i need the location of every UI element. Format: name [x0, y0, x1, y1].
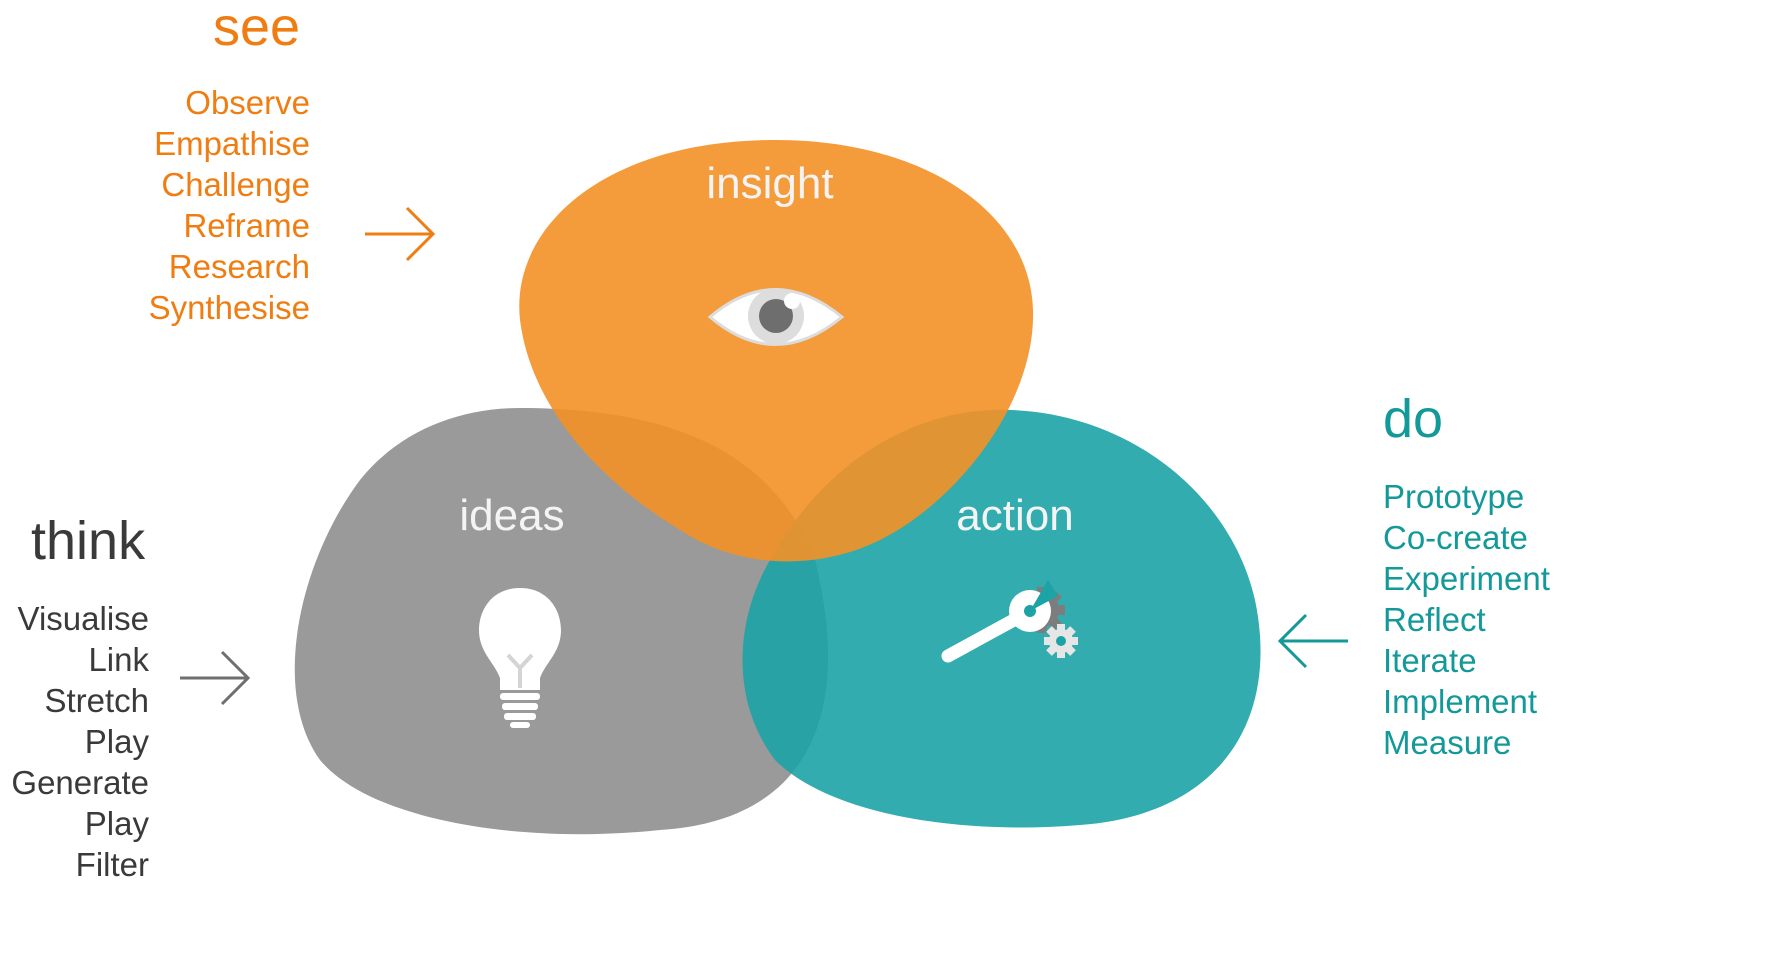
- list-item: Challenge: [161, 166, 310, 203]
- insight-label: insight: [706, 159, 833, 208]
- see-heading: see: [213, 0, 301, 57]
- action-label: action: [956, 491, 1073, 540]
- list-item: Generate: [11, 764, 149, 801]
- list-item: Prototype: [1383, 478, 1525, 515]
- list-item: Observe: [185, 84, 310, 121]
- list-item: Link: [88, 641, 149, 678]
- eye-icon: [707, 288, 845, 346]
- list-item: Visualise: [17, 600, 149, 637]
- do-list: Prototype Co-create Experiment Reflect I…: [1383, 476, 1550, 763]
- list-item: Empathise: [154, 125, 310, 162]
- list-item: Filter: [75, 846, 149, 883]
- think-list: Visualise Link Stretch Play Generate Pla…: [11, 598, 149, 885]
- think-arrow-icon: [180, 650, 251, 706]
- list-item: Implement: [1383, 683, 1538, 720]
- see-arrow-icon: [365, 206, 436, 262]
- list-item: Experiment: [1383, 560, 1550, 597]
- lightbulb-icon: [479, 588, 561, 728]
- list-item: Synthesise: [148, 289, 310, 326]
- list-item: Measure: [1383, 724, 1512, 761]
- insight-blob: [519, 139, 1034, 562]
- list-item: Reframe: [183, 207, 310, 244]
- do-arrow-icon: [1277, 613, 1348, 669]
- list-item: Iterate: [1383, 642, 1477, 679]
- list-item: Reflect: [1383, 601, 1486, 638]
- do-heading: do: [1383, 389, 1444, 449]
- list-item: Play: [84, 723, 149, 760]
- see-list: Observe Empathise Challenge Reframe Rese…: [149, 82, 310, 328]
- wrench-gears-icon: [941, 580, 1078, 663]
- list-item: Research: [168, 248, 310, 285]
- list-item: Stretch: [44, 682, 149, 719]
- list-item: Play: [84, 805, 149, 842]
- ideas-label: ideas: [459, 491, 564, 540]
- list-item: Co-create: [1383, 519, 1528, 556]
- think-heading: think: [31, 511, 146, 571]
